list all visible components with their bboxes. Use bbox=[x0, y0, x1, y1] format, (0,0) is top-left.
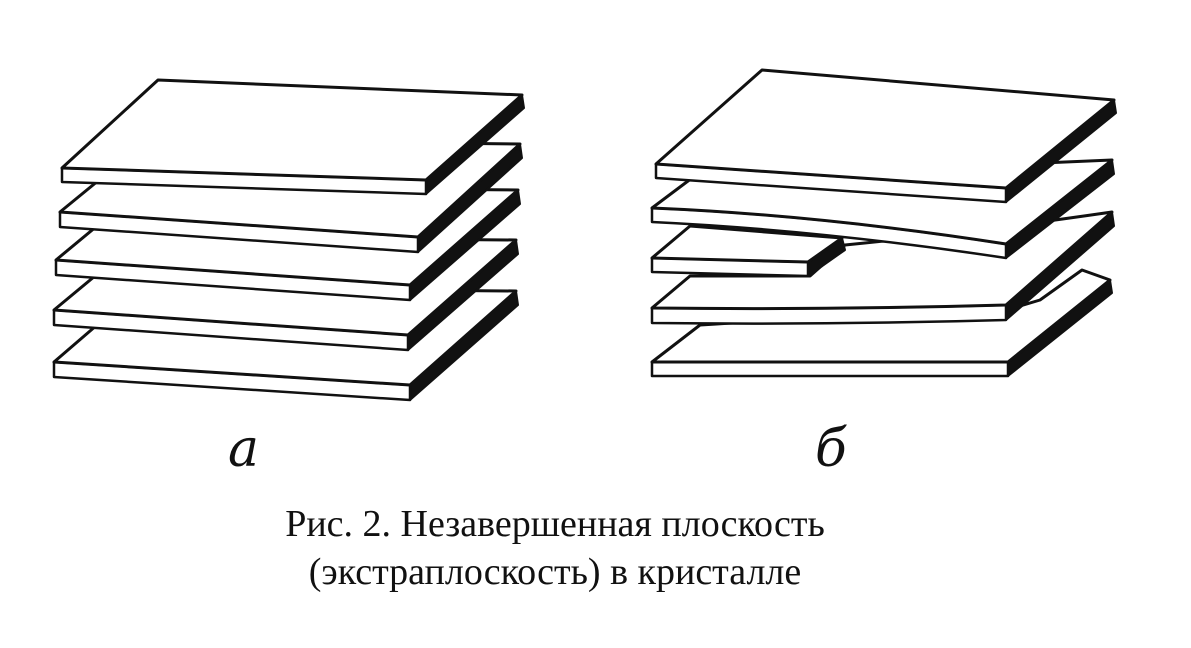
panel-b-plate-5 bbox=[650, 268, 1113, 378]
figure-caption: Рис. 2. Незавершенная плоскость (экстрап… bbox=[0, 500, 1110, 596]
caption-line-2: (экстраплоскость) в кристалле bbox=[308, 551, 802, 593]
panel-a-stack bbox=[52, 78, 525, 402]
panel-b-label: б bbox=[815, 419, 847, 479]
panel-b-plate-1 bbox=[654, 68, 1117, 204]
caption-line-1: Рис. 2. Незавершенная плоскость bbox=[285, 503, 825, 545]
panel-a-label: а bbox=[228, 419, 259, 479]
panel-b-stack bbox=[650, 68, 1117, 378]
panel-a-plate-1 bbox=[60, 78, 525, 196]
